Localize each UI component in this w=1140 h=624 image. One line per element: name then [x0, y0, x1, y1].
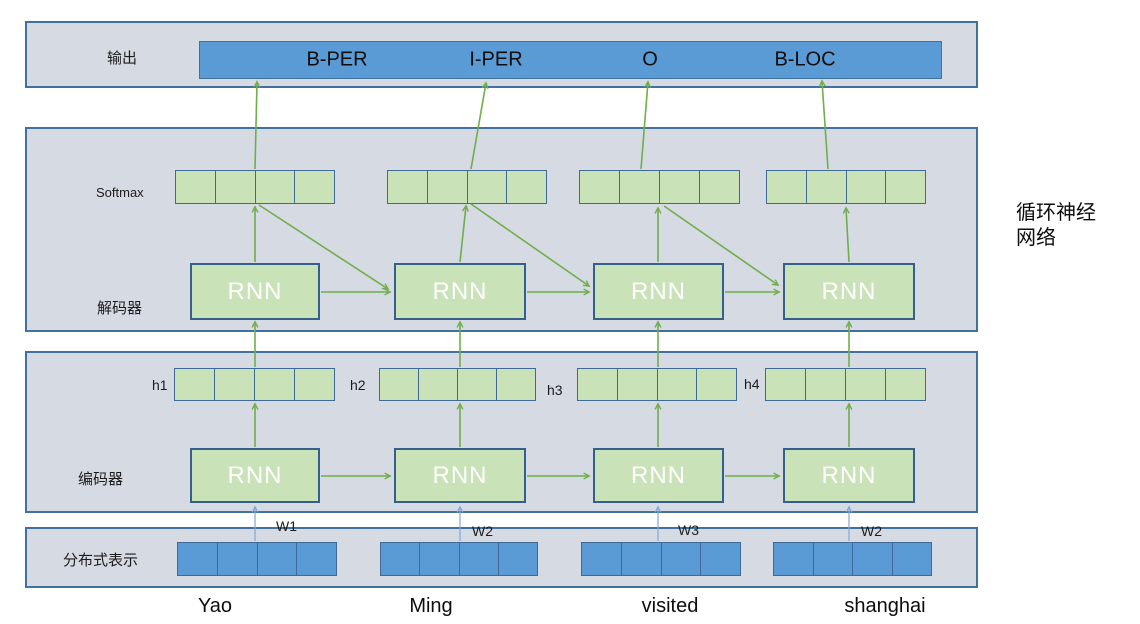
rnn-text: RNN [631, 461, 686, 489]
softmax-vector-2 [387, 170, 547, 204]
rnn-text: RNN [631, 277, 686, 305]
decoder-rnn-1: RNN [190, 263, 320, 320]
output-tag-bar: B-PER I-PER O B-LOC [199, 41, 942, 79]
rnn-text: RNN [821, 461, 877, 489]
h2-label: h2 [350, 377, 366, 393]
w4-label: W2 [861, 523, 882, 539]
embedding-vector-4 [773, 542, 932, 576]
hidden-vector-3 [577, 368, 737, 401]
word-shanghai: shanghai [844, 595, 926, 617]
side-caption: 循环神经 网络 [1016, 201, 1096, 251]
output-tag-iper: I-PER [469, 48, 523, 71]
softmax-vector-4 [766, 170, 926, 204]
h1-label: h1 [152, 377, 168, 393]
hidden-vector-4 [765, 368, 926, 401]
side-caption-line1: 循环神经 [1016, 202, 1096, 224]
softmax-label: Softmax [96, 185, 144, 200]
encoder-rnn-1: RNN [190, 448, 320, 503]
embedding-vector-3 [581, 542, 741, 576]
encoder-rnn-3: RNN [593, 448, 724, 503]
softmax-vector-3 [579, 170, 740, 204]
h4-label: h4 [744, 376, 760, 392]
rnn-text: RNN [821, 277, 877, 305]
decoder-rnn-3: RNN [593, 263, 724, 320]
encoder-band-label: 编码器 [78, 471, 124, 488]
rnn-text: RNN [432, 277, 488, 305]
rnn-text: RNN [432, 461, 488, 489]
word-visited: visited [641, 595, 699, 617]
encoder-rnn-4: RNN [783, 448, 915, 503]
w3-label: W3 [678, 522, 699, 538]
rnn-text: RNN [227, 461, 283, 489]
encoder-rnn-2: RNN [394, 448, 526, 503]
softmax-vector-1 [175, 170, 335, 204]
hidden-vector-1 [174, 368, 335, 401]
w2-label: W2 [472, 523, 493, 539]
w1-label: W1 [276, 518, 297, 534]
embedding-vector-1 [177, 542, 337, 576]
decoder-rnn-2: RNN [394, 263, 526, 320]
embedding-vector-2 [380, 542, 538, 576]
decoder-rnn-4: RNN [783, 263, 915, 320]
hidden-vector-2 [379, 368, 536, 401]
output-tag-o: O [642, 48, 658, 71]
decoder-band-label: 解码器 [97, 300, 143, 317]
h3-label: h3 [547, 382, 563, 398]
embedding-band-label: 分布式表示 [63, 552, 139, 569]
word-yao: Yao [197, 595, 233, 617]
output-band-label: 输出 [107, 50, 138, 67]
word-ming: Ming [409, 595, 453, 617]
output-tag-bloc: B-LOC [774, 48, 836, 71]
side-caption-line2: 网络 [1016, 227, 1056, 249]
rnn-text: RNN [227, 277, 283, 305]
output-tag-bper: B-PER [306, 48, 368, 71]
